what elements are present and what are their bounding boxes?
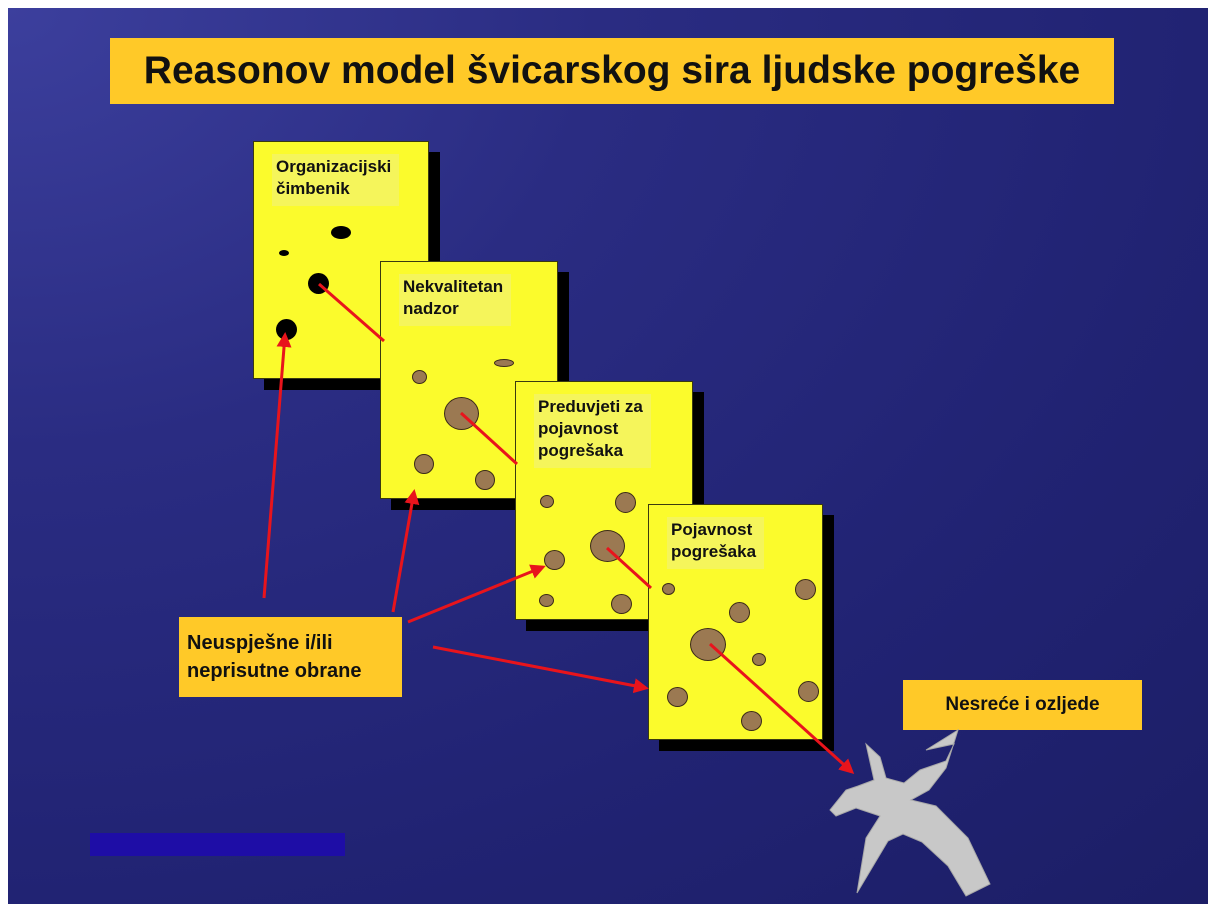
defense-arrow: [391, 489, 420, 613]
cheese-hole: [611, 594, 632, 614]
callout-line: Neuspješne i/ili: [187, 632, 333, 654]
slice-label-supervision: Nekvalitetan nadzor: [399, 274, 512, 326]
accidents-callout: Nesreće i ozljede: [903, 680, 1142, 730]
slice-label-line: pogrešaka: [538, 441, 624, 460]
slice-label-organizational: Organizacijski čimbenik: [272, 154, 400, 206]
decorative-bar: [90, 833, 345, 856]
crashed-airplane-icon: [829, 728, 991, 897]
slide-title: Reasonov model švicarskog sira ljudske p…: [143, 49, 1081, 92]
accident-trajectory-arrow: [708, 642, 855, 775]
cheese-hole: [414, 454, 434, 474]
slice-label-line: Preduvjeti za: [538, 397, 643, 416]
cheese-hole: [729, 602, 750, 623]
cheese-hole: [798, 681, 819, 702]
defense-arrow: [432, 645, 649, 694]
slice-label-line: Organizacijski: [276, 157, 392, 176]
slice-label-line: Pojavnost: [671, 520, 753, 539]
cheese-hole: [590, 530, 625, 562]
trajectory-arrow-segment: [459, 411, 519, 466]
slice-label-line: Nekvalitetan: [403, 277, 504, 296]
cheese-hole: [539, 594, 554, 607]
cheese-hole: [494, 359, 514, 367]
cheese-hole: [667, 687, 688, 707]
cheese-hole: [279, 250, 289, 256]
slice-label-line: pogrešaka: [671, 542, 757, 561]
cheese-hole: [540, 495, 554, 508]
defense-arrow: [262, 332, 292, 599]
cheese-hole: [615, 492, 636, 513]
cheese-slice-error-occurrence: Pojavnost pogrešaka: [648, 504, 823, 740]
slide: Reasonov model švicarskog sira ljudske p…: [8, 8, 1208, 904]
trajectory-arrow-segment: [605, 546, 653, 590]
slice-label-error-occurrence: Pojavnost pogrešaka: [667, 517, 765, 569]
cheese-hole: [690, 628, 726, 661]
cheese-hole: [662, 583, 675, 595]
cheese-hole: [752, 653, 766, 666]
title-box: Reasonov model švicarskog sira ljudske p…: [110, 38, 1114, 104]
cheese-hole: [412, 370, 427, 384]
slice-label-line: čimbenik: [276, 179, 350, 198]
cheese-hole: [331, 226, 351, 239]
failed-defenses-callout: Neuspješne i/ili neprisutne obrane: [179, 617, 402, 697]
cheese-hole: [795, 579, 816, 600]
defense-arrow: [407, 564, 546, 624]
trajectory-arrow-segment: [318, 282, 385, 343]
slice-label-line: nadzor: [403, 299, 459, 318]
cheese-hole: [741, 711, 762, 731]
slice-label-preconditions: Preduvjeti za pojavnost pogrešaka: [534, 394, 651, 468]
accidents-label: Nesreće i ozljede: [945, 694, 1100, 715]
arrows-layer: [262, 282, 991, 897]
slice-label-line: pojavnost: [538, 419, 619, 438]
cheese-hole: [544, 550, 565, 570]
cheese-hole: [475, 470, 495, 490]
callout-line: neprisutne obrane: [187, 660, 362, 682]
